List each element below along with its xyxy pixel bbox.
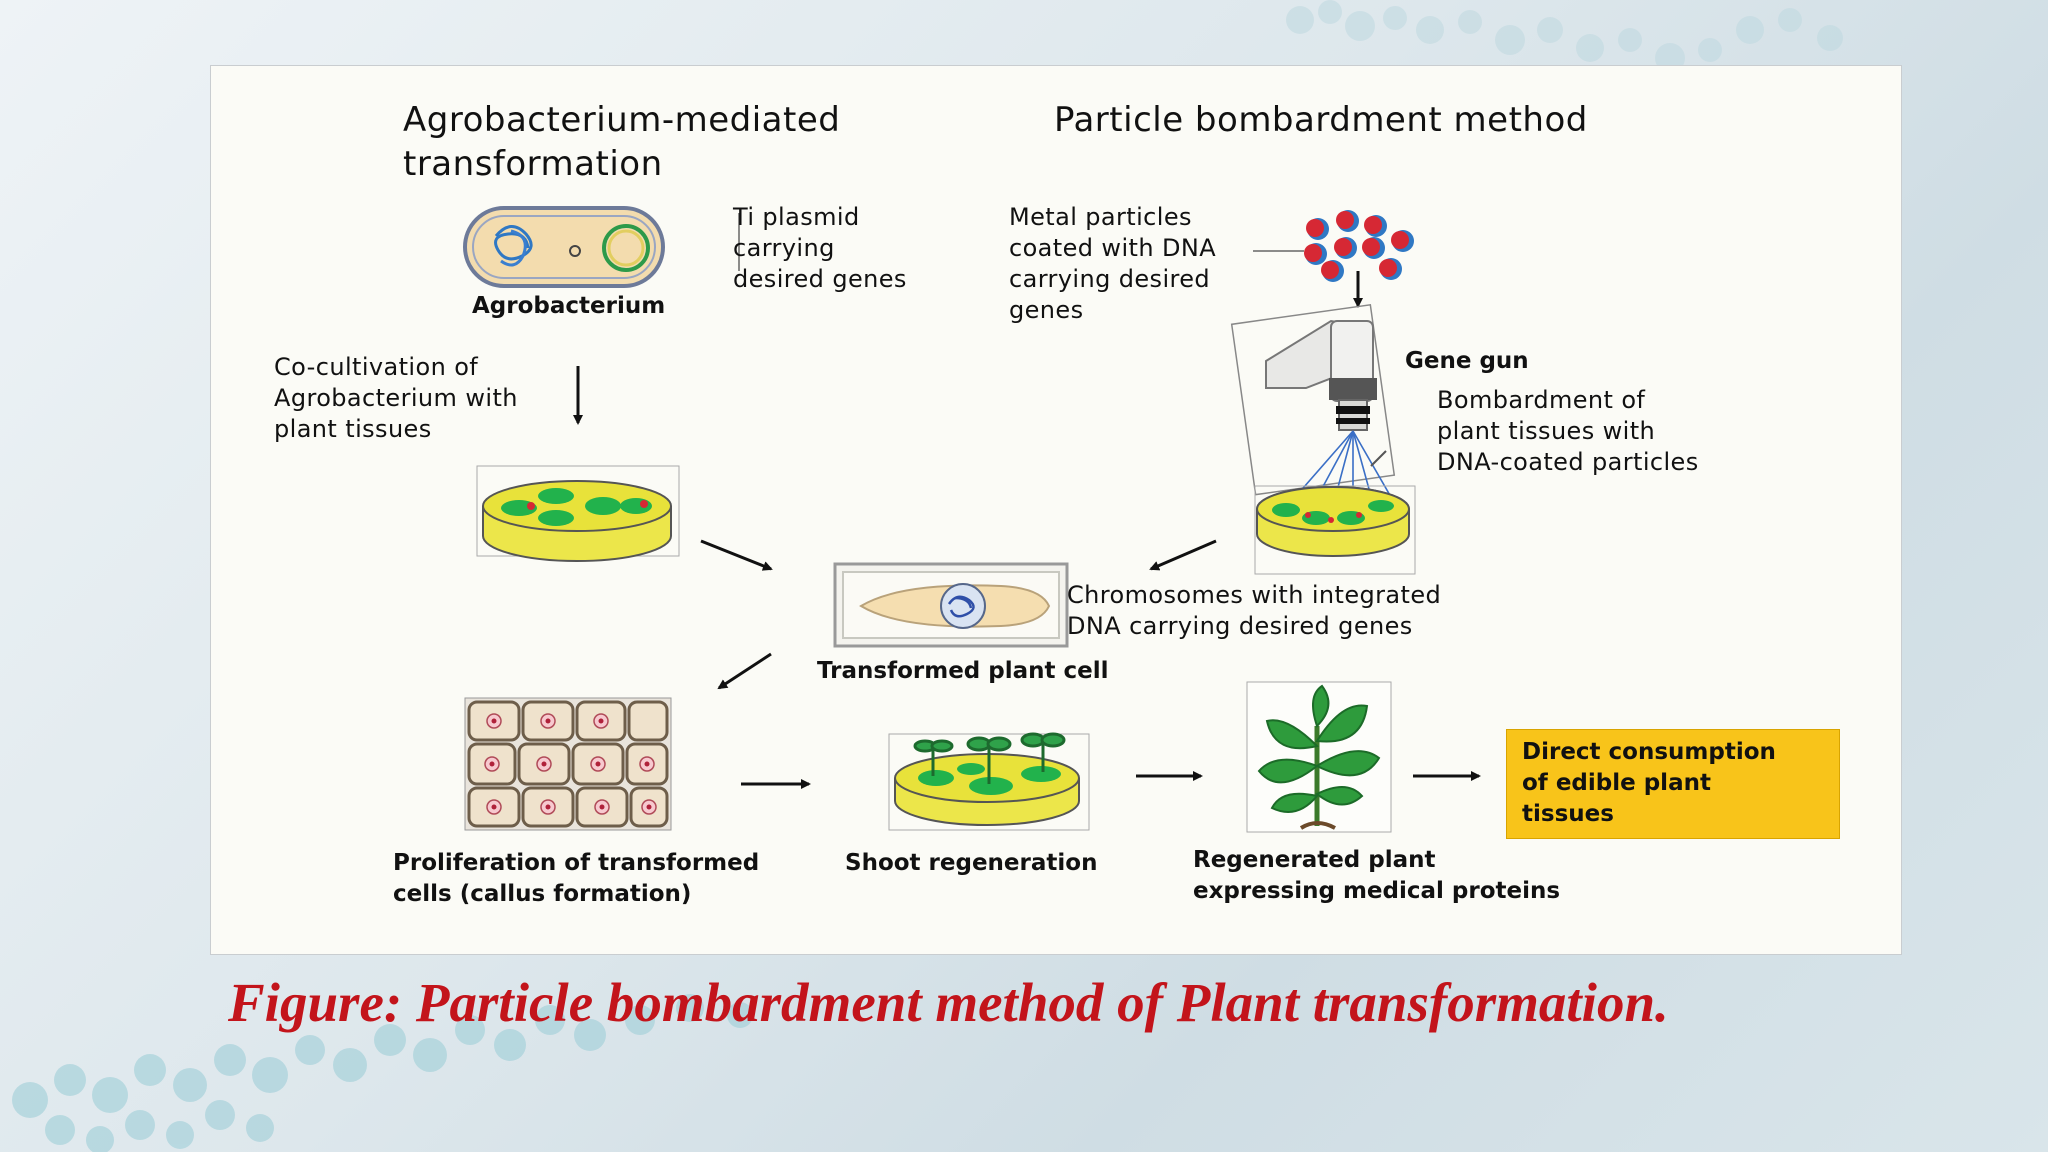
direct-consumption-box: Direct consumption of edible plant tissu… <box>1506 729 1840 839</box>
agrobacterium-method-title: Agrobacterium-mediated transformation <box>403 100 841 184</box>
gene-gun-label: Gene gun <box>1405 348 1529 374</box>
shoot-regeneration-dish-icon <box>888 732 1090 831</box>
agrobacterium-label: Agrobacterium <box>472 293 666 319</box>
co-cultivation-petri-dish-icon <box>476 465 680 562</box>
metal-particles-icon <box>1304 210 1414 282</box>
proliferation-label: Proliferation of transformed cells (call… <box>393 850 760 907</box>
regenerated-plant-icon <box>1246 681 1392 833</box>
particle-bombardment-title: Particle bombardment method <box>1054 100 1588 140</box>
co-cultivation-label: Co-cultivation of Agrobacterium with pla… <box>274 353 518 443</box>
bombardment-petri-dish-icon <box>1254 485 1416 575</box>
metal-particles-label: Metal particles coated with DNA carrying… <box>1009 203 1217 324</box>
bombardment-label: Bombardment of plant tissues with DNA-co… <box>1437 386 1699 476</box>
ti-plasmid-label: Ti plasmid carrying desired genes <box>733 203 907 293</box>
transformed-plant-cell-icon <box>833 562 1069 648</box>
direct-consumption-label: Direct consumption of edible plant tissu… <box>1522 739 1776 827</box>
transformed-plant-cell-label: Transformed plant cell <box>817 658 1109 684</box>
diagram-graphics <box>463 206 1481 833</box>
regenerated-plant-label: Regenerated plant expressing medical pro… <box>1193 847 1561 904</box>
flow-arrows <box>573 366 1481 789</box>
agrobacterium-cell-icon <box>463 206 665 288</box>
diagram-panel: Agrobacterium-mediated transformation Pa… <box>210 65 1902 955</box>
callus-cells-icon <box>464 697 672 831</box>
chromosomes-label: Chromosomes with integrated DNA carrying… <box>1067 581 1442 640</box>
shoot-regeneration-label: Shoot regeneration <box>845 850 1098 876</box>
figure-caption: Figure: Particle bombardment method of P… <box>228 972 1669 1033</box>
